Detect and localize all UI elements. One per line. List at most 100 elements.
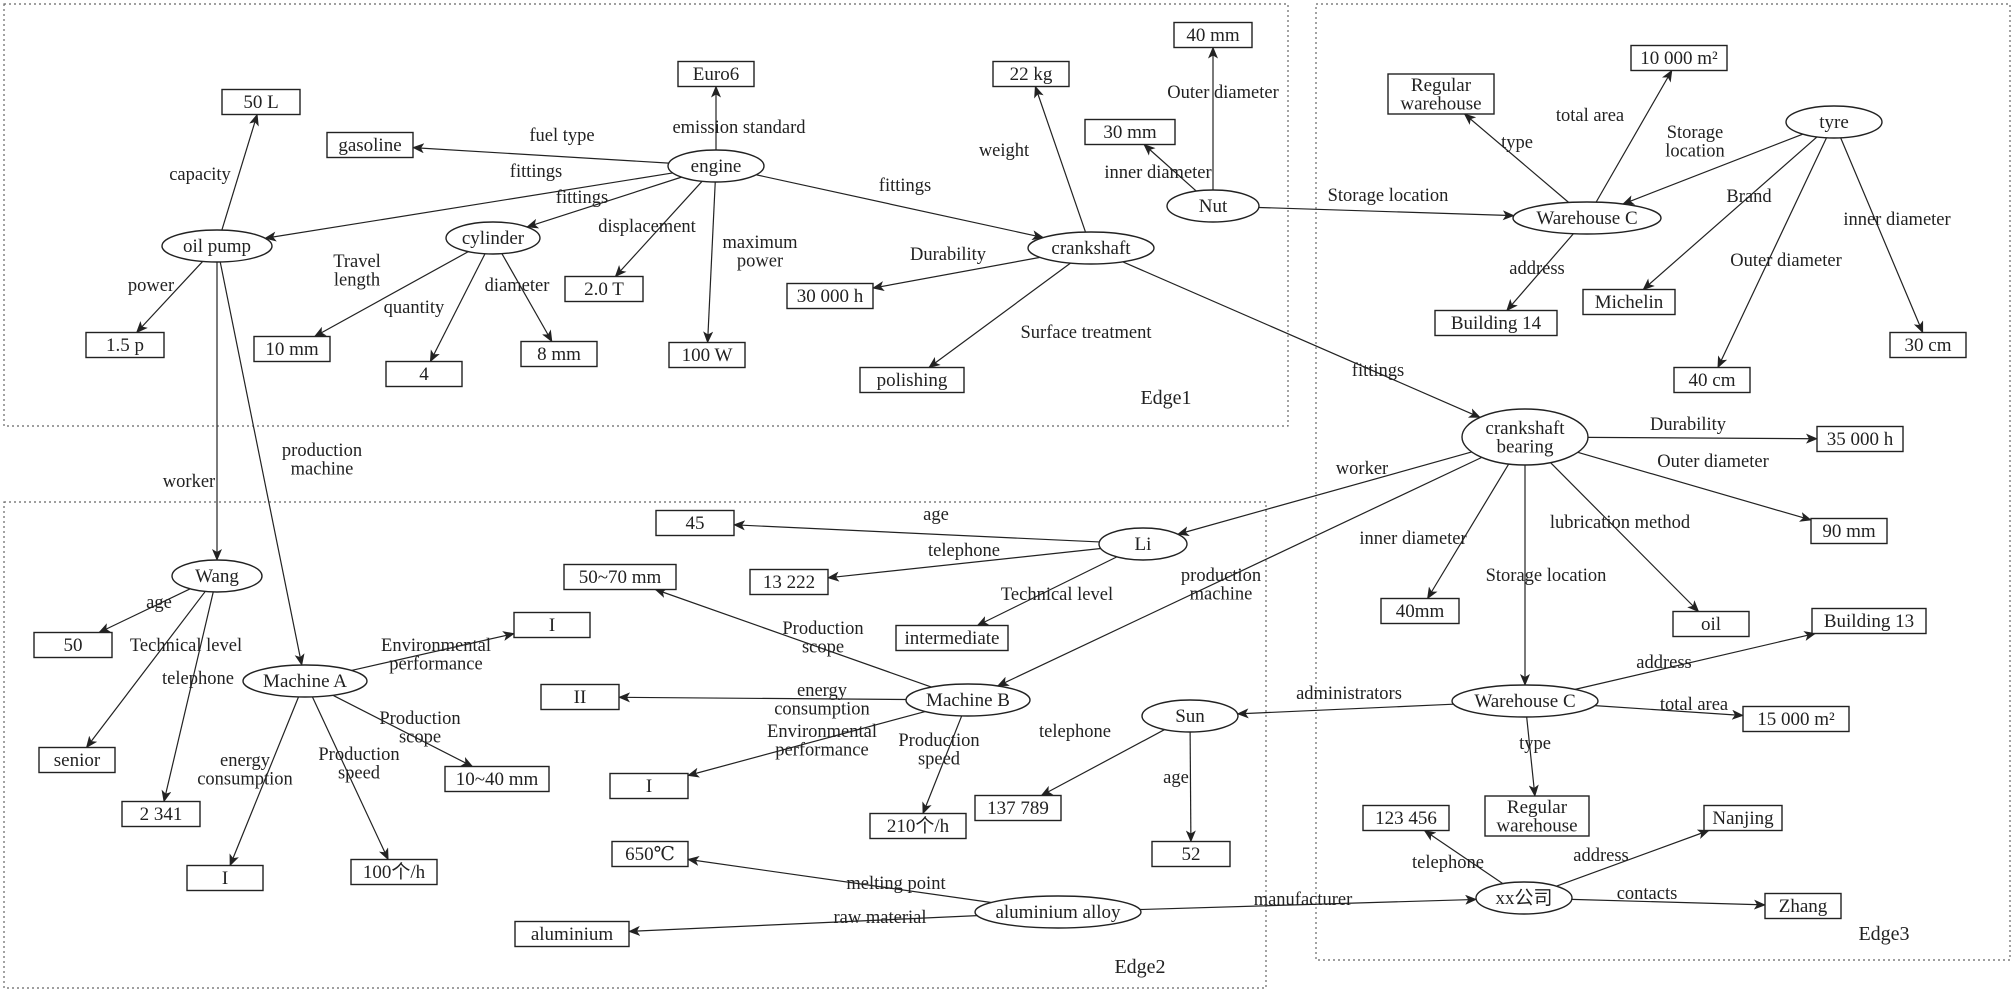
edge-arrow: [614, 180, 703, 278]
node-mm5070: 50~70 mm: [563, 563, 677, 591]
edge-arrow: [1550, 462, 1700, 613]
node-box: [1673, 366, 1751, 394]
node-label: Li: [1135, 534, 1152, 555]
edge-engine-to-cylinder: fittings: [526, 176, 682, 229]
edge-label: inner diameter: [1104, 163, 1211, 183]
edge-oilpump-to-wang: worker: [163, 262, 222, 561]
node-box: [1811, 607, 1927, 635]
edge-wang-to-age50: age: [98, 588, 191, 634]
node-label: Zhang: [1779, 896, 1828, 917]
node-label: engine: [691, 156, 742, 177]
edge-tyre-to-michelin: Brand: [1642, 136, 1818, 291]
node-label: xx公司: [1495, 888, 1552, 909]
node-label: 650℃: [625, 844, 675, 865]
edge-sun-to-tel137789: telephone: [1039, 722, 1165, 797]
node-speedb: 210个/h: [869, 812, 967, 840]
edge-arrow: [1595, 69, 1673, 203]
node-ellipse: [161, 229, 273, 263]
edge-arrow: [1642, 136, 1818, 291]
node-box: [992, 60, 1070, 88]
edge-arrow: [429, 253, 486, 363]
node-capacity50: 50 L: [221, 88, 301, 116]
edge-arrow: [1463, 113, 1570, 203]
node-label: Warehouse C: [1536, 208, 1637, 229]
edge-company-to-tel123456: telephone: [1412, 829, 1504, 885]
node-engine: engine: [667, 149, 765, 183]
node-label: oil: [1701, 614, 1721, 635]
edge-label: telephone: [1412, 853, 1484, 873]
node-intermediate: intermediate: [895, 624, 1009, 652]
edge-label: Durability: [910, 245, 987, 265]
node-label: 1.5 p: [106, 335, 144, 356]
node-h30000: 30 000 h: [786, 282, 874, 310]
edge-bearing-to-oil: lubrication method: [1550, 462, 1700, 613]
edge-label: lubrication method: [1550, 513, 1691, 533]
node-box: [38, 746, 116, 774]
node-box: [564, 275, 644, 303]
node-mm1040: 10~40 mm: [444, 765, 550, 793]
edge-cylinder-to-four: quantity: [384, 253, 486, 363]
edge-oilpump-to-capacity50: capacity: [169, 113, 259, 231]
node-ellipse: [1461, 408, 1589, 466]
node-label: I: [549, 615, 555, 636]
node-ellipse: [242, 664, 368, 698]
node-box: [786, 282, 874, 310]
node-label: crankshaft: [1051, 238, 1131, 259]
edge-nut-to-mm30: inner diameter: [1104, 143, 1212, 192]
node-polishing: polishing: [859, 366, 965, 394]
edge-arrow: [1717, 137, 1828, 369]
node-box: [350, 858, 438, 886]
node-box: [520, 340, 598, 368]
edge-arrow: [618, 692, 907, 703]
edge-tyre-to-cm30: inner diameter: [1840, 137, 1951, 334]
edge-label: diameter: [485, 276, 550, 296]
node-label: 100个/h: [363, 861, 426, 883]
node-oilpump: oil pump: [161, 229, 273, 263]
edge-wang-to-tel2341: telephone: [161, 591, 234, 803]
node-ellipse: [667, 149, 765, 183]
node-label: 2 341: [140, 804, 183, 825]
node-label: Euro6: [693, 64, 739, 85]
node-alloy: aluminium alloy: [974, 895, 1142, 929]
edge-arrow: [229, 696, 300, 867]
edge-arrow: [85, 591, 206, 749]
edge-label: fuel type: [529, 126, 594, 146]
node-ellipse: [1141, 699, 1239, 733]
node-gasoline: gasoline: [326, 131, 414, 159]
edge-label: age: [1163, 768, 1189, 788]
node-mm40b: 40mm: [1380, 597, 1460, 625]
node-box: [221, 88, 301, 116]
edge-label: telephone: [928, 541, 1000, 561]
edge-label: raw material: [834, 908, 927, 928]
node-label: 22 kg: [1010, 64, 1053, 85]
node-box: [1889, 331, 1967, 359]
node-box: [655, 509, 735, 537]
edge-tyre-to-cm40: Outer diameter: [1717, 137, 1842, 369]
region-label-edge3: Edge3: [1858, 923, 1909, 945]
edge-arrow: [1506, 233, 1574, 312]
node-box: [1703, 804, 1783, 832]
edge-arrow: [332, 694, 474, 768]
node-label: I: [646, 776, 652, 797]
edge-arrow: [687, 855, 992, 904]
edge-label: Surface treatment: [1021, 323, 1153, 343]
node-label: Nanjing: [1712, 808, 1774, 829]
node-label: 15 000 m²: [1757, 709, 1835, 730]
edge-bearing-to-li: worker: [1176, 451, 1472, 537]
edge-nut-to-mm40a: Outer diameter: [1167, 46, 1279, 190]
node-senior: senior: [38, 746, 116, 774]
node-machb: Machine B: [905, 683, 1031, 717]
edge-engine-to-crankshaft: fittings: [756, 174, 1045, 241]
edge-label: total area: [1556, 106, 1624, 126]
